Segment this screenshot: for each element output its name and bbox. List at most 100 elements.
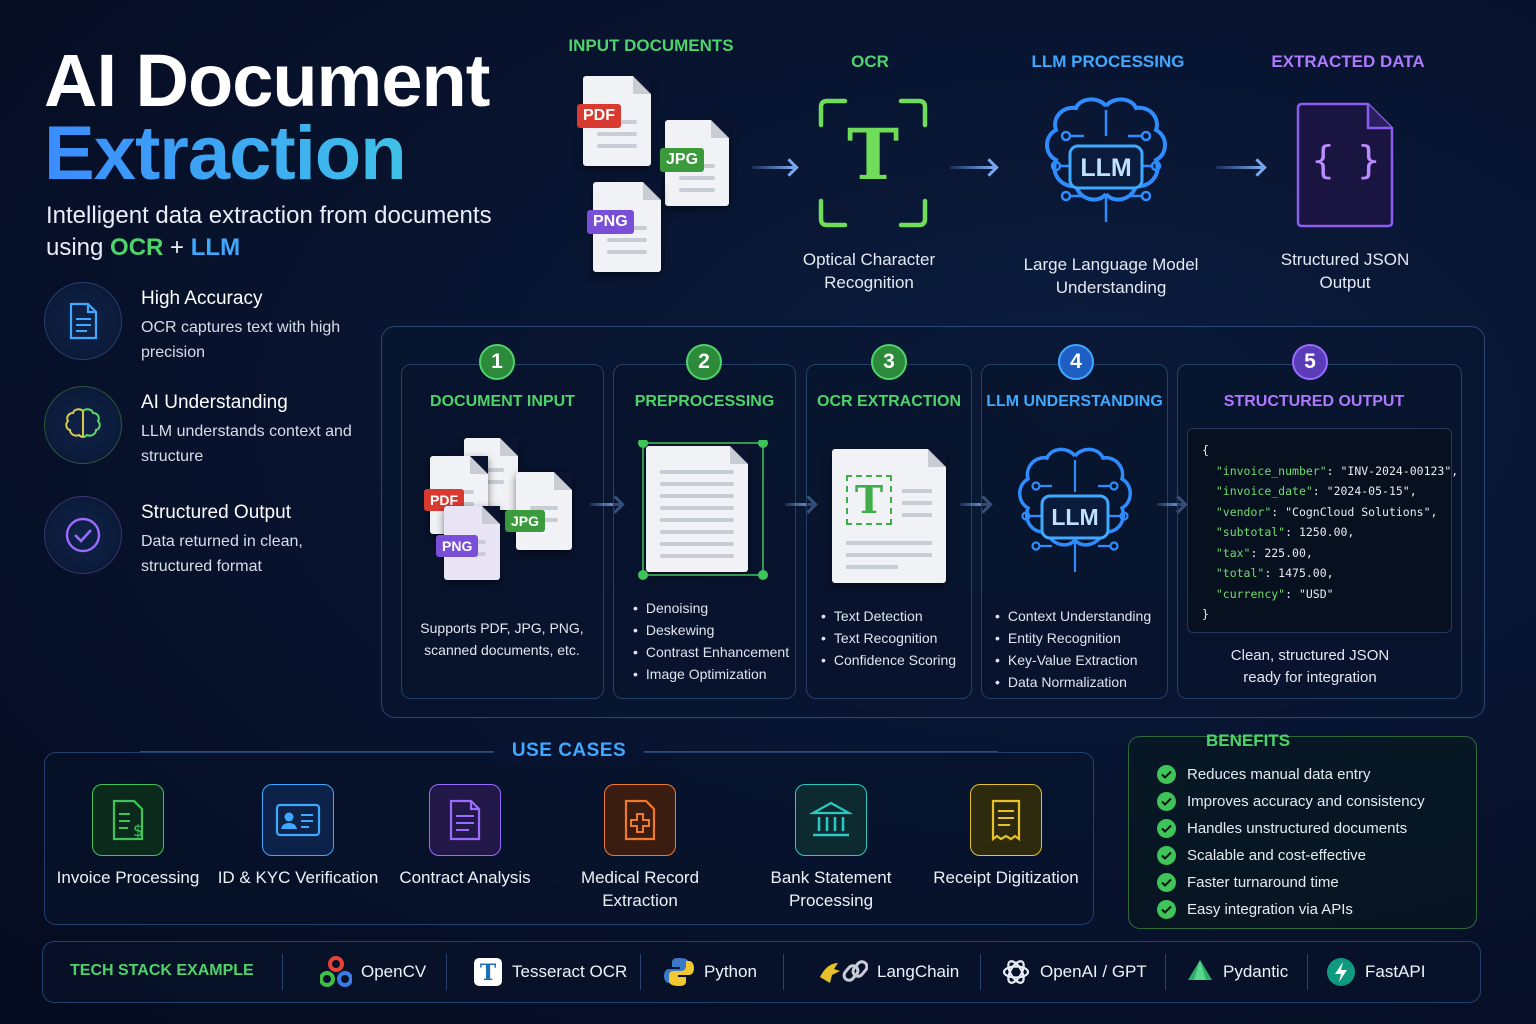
bullet-item: Confidence Scoring bbox=[821, 649, 956, 671]
png-tag: PNG bbox=[436, 535, 479, 557]
brain-icon bbox=[44, 386, 122, 464]
benefit-item: Faster turnaround time bbox=[1157, 869, 1425, 896]
divider bbox=[140, 751, 500, 752]
step-number: 5 bbox=[1292, 344, 1328, 380]
benefits-list: Reduces manual data entry Improves accur… bbox=[1157, 761, 1425, 923]
json-line: "currency": "USD" bbox=[1215, 586, 1334, 601]
tech-tesseract: T Tesseract OCR bbox=[473, 955, 627, 989]
ocr-doc-icon: T bbox=[832, 449, 948, 583]
tech-fastapi: FastAPI bbox=[1326, 955, 1425, 989]
use-case-label: Invoice Processing bbox=[56, 868, 200, 887]
bank-icon bbox=[795, 784, 867, 856]
json-brace-close: } bbox=[1202, 607, 1209, 621]
bullet-item: Data Normalization bbox=[995, 671, 1151, 693]
tech-opencv: OpenCV bbox=[320, 955, 426, 989]
divider bbox=[980, 954, 981, 990]
benefit-item: Reduces manual data entry bbox=[1157, 761, 1425, 788]
json-line: "vendor": "CognCloud Solutions", bbox=[1215, 504, 1438, 519]
step-title: OCR EXTRACTION bbox=[817, 393, 961, 410]
check-icon bbox=[1157, 792, 1176, 811]
tech-label: LangChain bbox=[877, 962, 960, 981]
stage-label-llm: LLM PROCESSING bbox=[1031, 52, 1185, 71]
bullet-item: Text Recognition bbox=[821, 627, 956, 649]
benefit-item: Easy integration via APIs bbox=[1157, 896, 1425, 923]
arrow-icon bbox=[1216, 166, 1262, 169]
json-line: "tax": 225.00, bbox=[1215, 545, 1313, 560]
step-bullets: Context Understanding Entity Recognition… bbox=[995, 605, 1151, 693]
stage-desc-llm: Large Language Model Understanding bbox=[1023, 255, 1199, 297]
contract-icon bbox=[429, 784, 501, 856]
check-icon bbox=[1157, 873, 1176, 892]
benefit-text: Scalable and cost-effective bbox=[1187, 847, 1366, 864]
json-line: "invoice_date": "2024-05-15", bbox=[1215, 484, 1417, 498]
json-glyph: { } bbox=[1311, 138, 1381, 182]
check-icon bbox=[1157, 819, 1176, 838]
llm-brain-icon: LLM bbox=[1004, 446, 1146, 586]
bullet-item: Text Detection bbox=[821, 605, 956, 627]
step-number: 2 bbox=[686, 344, 722, 380]
feature-desc: OCR captures text with high precision bbox=[141, 319, 341, 361]
use-cases-title: USE CASES bbox=[493, 740, 645, 762]
bullet-item: Entity Recognition bbox=[995, 627, 1151, 649]
step-caption: Clean, structured JSON ready for integra… bbox=[1230, 647, 1390, 686]
divider bbox=[446, 954, 447, 990]
json-brace-open: { bbox=[1202, 443, 1209, 457]
pydantic-icon bbox=[1186, 958, 1214, 986]
json-output-code: { "invoice_number": "INV-2024-00123", "i… bbox=[1187, 428, 1459, 633]
bullet-item: Image Optimization bbox=[633, 663, 789, 685]
tesseract-icon: T bbox=[473, 957, 503, 987]
tech-langchain: LangChain bbox=[816, 955, 959, 989]
feature-structured-output: Structured Output Data returned in clean… bbox=[44, 496, 374, 576]
svg-text:T: T bbox=[480, 960, 497, 986]
llm-brain-icon: LLM bbox=[1030, 96, 1182, 236]
png-tag: PNG bbox=[587, 210, 634, 234]
stage-desc-output: Structured JSON Output bbox=[1280, 250, 1410, 292]
arrow-icon bbox=[590, 503, 620, 506]
bullet-item: Key-Value Extraction bbox=[995, 649, 1151, 671]
doc-icon bbox=[832, 449, 946, 583]
check-icon bbox=[1157, 846, 1176, 865]
json-line: "invoice_number": "INV-2024-00123", bbox=[1215, 463, 1459, 478]
check-circle-icon bbox=[44, 496, 122, 574]
benefit-text: Improves accuracy and consistency bbox=[1187, 793, 1425, 810]
ocr-glyph: T bbox=[846, 475, 892, 525]
bullet-item: Contrast Enhancement bbox=[633, 641, 789, 663]
pdf-tag: PDF bbox=[577, 104, 621, 128]
step-title: LLM UNDERSTANDING bbox=[986, 393, 1163, 410]
feature-desc: Data returned in clean, structured forma… bbox=[141, 533, 303, 575]
input-documents-icon: PDF JPG PNG bbox=[575, 70, 735, 280]
bullet-item: Denoising bbox=[633, 597, 789, 619]
openai-icon bbox=[1001, 957, 1031, 987]
feature-title: High Accuracy bbox=[141, 288, 263, 309]
benefit-text: Handles unstructured documents bbox=[1187, 820, 1408, 837]
page-title-line1: AI Document bbox=[44, 39, 490, 122]
use-case-label: ID & KYC Verification bbox=[217, 868, 379, 887]
divider bbox=[282, 954, 283, 990]
tech-label: OpenAI / GPT bbox=[1040, 962, 1147, 981]
page-title-line2: Extraction bbox=[44, 111, 407, 196]
benefit-text: Faster turnaround time bbox=[1187, 874, 1339, 891]
subtitle-plus: + bbox=[163, 234, 191, 261]
arrow-icon bbox=[960, 503, 988, 506]
tech-stack-bar bbox=[42, 941, 1481, 1003]
use-case-label: Contract Analysis bbox=[399, 868, 531, 887]
benefits-panel bbox=[1128, 736, 1477, 929]
use-cases-panel bbox=[44, 752, 1094, 925]
tech-python: Python bbox=[663, 955, 757, 989]
step-number: 3 bbox=[871, 344, 907, 380]
bullet-item: Context Understanding bbox=[995, 605, 1151, 627]
stage-label-input: INPUT DOCUMENTS bbox=[568, 36, 734, 55]
use-case-id-kyc: ID & KYC Verification bbox=[213, 784, 383, 889]
step-title: DOCUMENT INPUT bbox=[430, 393, 575, 410]
jpg-tag: JPG bbox=[660, 148, 705, 172]
divider bbox=[638, 751, 998, 752]
stage-label-ocr: OCR bbox=[851, 52, 889, 71]
opencv-icon bbox=[320, 956, 352, 988]
divider bbox=[1165, 954, 1166, 990]
step-title: PREPROCESSING bbox=[634, 393, 775, 410]
langchain-icon bbox=[816, 957, 868, 987]
tech-label: FastAPI bbox=[1365, 962, 1426, 981]
step-number: 4 bbox=[1058, 344, 1094, 380]
subtitle-ocr: OCR bbox=[110, 234, 164, 261]
tech-label: OpenCV bbox=[361, 962, 427, 981]
